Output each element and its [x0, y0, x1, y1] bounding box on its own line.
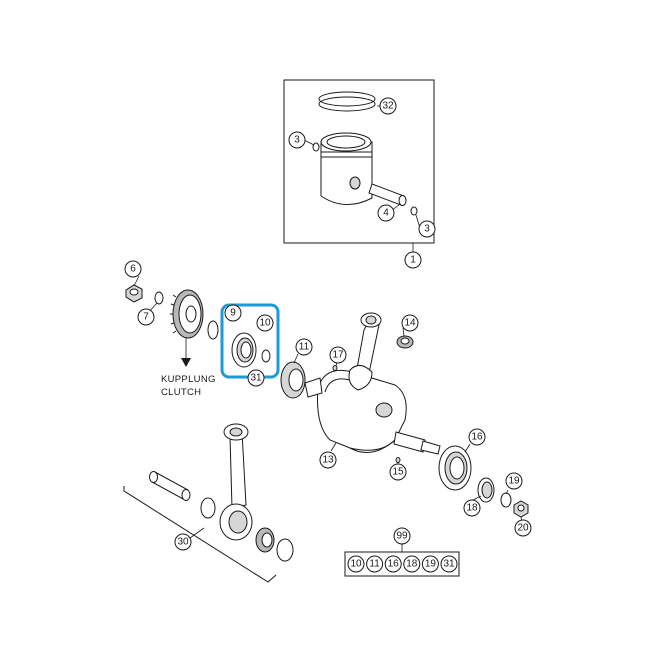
callout-10[interactable]: 10 [256, 314, 274, 332]
crankshaft [304, 369, 441, 455]
svg-text:11: 11 [369, 559, 380, 570]
piston-group-frame [283, 79, 435, 244]
piston-ring-lower [318, 96, 376, 112]
svg-text:99: 99 [396, 531, 408, 542]
callout-30[interactable]: 30 [174, 533, 192, 551]
connecting-rod [348, 312, 382, 391]
needle-bearing-small-end [396, 335, 414, 349]
svg-text:4: 4 [383, 208, 389, 219]
kit-item-31[interactable]: 31 [440, 555, 458, 573]
callout-7[interactable]: 7 [137, 308, 155, 326]
kit-item-19[interactable]: 19 [421, 555, 439, 573]
svg-text:14: 14 [404, 318, 416, 329]
piston-pin [368, 183, 407, 206]
primary-gear [170, 289, 204, 339]
callout-4[interactable]: 4 [377, 204, 395, 222]
callout-6[interactable]: 6 [124, 260, 142, 278]
o-ring-right [500, 492, 512, 508]
kit-item-11[interactable]: 11 [366, 555, 384, 573]
needle-bearing-big-end [255, 527, 275, 553]
callout-15[interactable]: 15 [389, 463, 407, 481]
kit-item-10[interactable]: 10 [347, 555, 365, 573]
main-bearing-left [280, 361, 306, 399]
svg-text:9: 9 [230, 308, 236, 319]
svg-text:16: 16 [388, 559, 400, 570]
callout-20[interactable]: 20 [514, 519, 532, 537]
piston-ring-upper [318, 91, 376, 107]
callout-19[interactable]: 19 [505, 472, 523, 490]
svg-text:31: 31 [250, 373, 262, 384]
callout-1[interactable]: 1 [404, 251, 422, 269]
callout-11[interactable]: 11 [295, 338, 313, 356]
shaft-seal-right [477, 477, 495, 503]
kit-99-box [344, 551, 460, 577]
kit-99-contents: 10 11 16 18 19 31 [344, 544, 460, 577]
main-bearing-right [438, 445, 472, 491]
svg-text:7: 7 [143, 312, 149, 323]
svg-text:10: 10 [259, 318, 271, 329]
kit-item-16[interactable]: 16 [384, 555, 402, 573]
svg-text:1: 1 [410, 255, 416, 266]
o-ring[interactable] [261, 349, 271, 363]
kit-bracket [123, 486, 277, 583]
svg-text:31: 31 [443, 559, 455, 570]
svg-text:15: 15 [392, 467, 404, 478]
circlip-right [410, 206, 418, 216]
clutch-arrow-head [181, 358, 191, 367]
callout-17[interactable]: 17 [329, 346, 347, 364]
callout-14[interactable]: 14 [401, 314, 419, 332]
callout-31[interactable]: 31 [247, 369, 265, 387]
piston-group [283, 79, 435, 244]
clutch-label-en: CLUTCH [161, 387, 201, 398]
svg-text:19: 19 [508, 476, 520, 487]
callout-13[interactable]: 13 [319, 451, 337, 469]
svg-text:18: 18 [406, 559, 418, 570]
svg-text:16: 16 [471, 432, 483, 443]
con-rod [229, 431, 247, 509]
svg-text:30: 30 [177, 537, 189, 548]
svg-text:19: 19 [425, 559, 437, 570]
woodruff-key-17 [332, 365, 338, 371]
spacer [207, 320, 219, 340]
svg-text:20: 20 [517, 523, 529, 534]
thrust-washer-right [276, 538, 294, 562]
svg-text:32: 32 [382, 101, 394, 112]
svg-text:3: 3 [294, 135, 300, 146]
kit-item-18[interactable]: 18 [403, 555, 421, 573]
kit-99-items: 10 11 16 18 19 31 [347, 555, 458, 573]
washer [154, 291, 164, 305]
svg-text:6: 6 [130, 264, 136, 275]
callouts: 32 3 4 3 1 6 7 9 [124, 97, 532, 551]
connecting-rod-kit [123, 423, 294, 583]
svg-text:18: 18 [466, 503, 478, 514]
svg-text:13: 13 [322, 455, 334, 466]
clutch-side-parts: KUPPLUNG CLUTCH [125, 284, 219, 398]
crankshaft-assembly [280, 312, 529, 518]
callout-3b[interactable]: 3 [418, 220, 436, 238]
shaft-seal-highlight[interactable] [220, 303, 280, 379]
svg-text:11: 11 [299, 342, 310, 353]
callout-99[interactable]: 99 [393, 527, 411, 545]
svg-text:17: 17 [332, 350, 344, 361]
piston [320, 132, 373, 205]
clutch-label-de: KUPPLUNG [161, 374, 216, 385]
circlip-left [312, 142, 320, 152]
svg-text:3: 3 [424, 224, 430, 235]
thrust-washer-left [200, 497, 216, 519]
callout-18[interactable]: 18 [463, 499, 481, 517]
woodruff-key-15 [395, 457, 401, 463]
callout-3a[interactable]: 3 [288, 131, 306, 149]
callout-32[interactable]: 32 [379, 97, 397, 115]
svg-text:10: 10 [350, 559, 362, 570]
callout-16[interactable]: 16 [468, 428, 486, 446]
callout-9[interactable]: 9 [224, 304, 242, 322]
